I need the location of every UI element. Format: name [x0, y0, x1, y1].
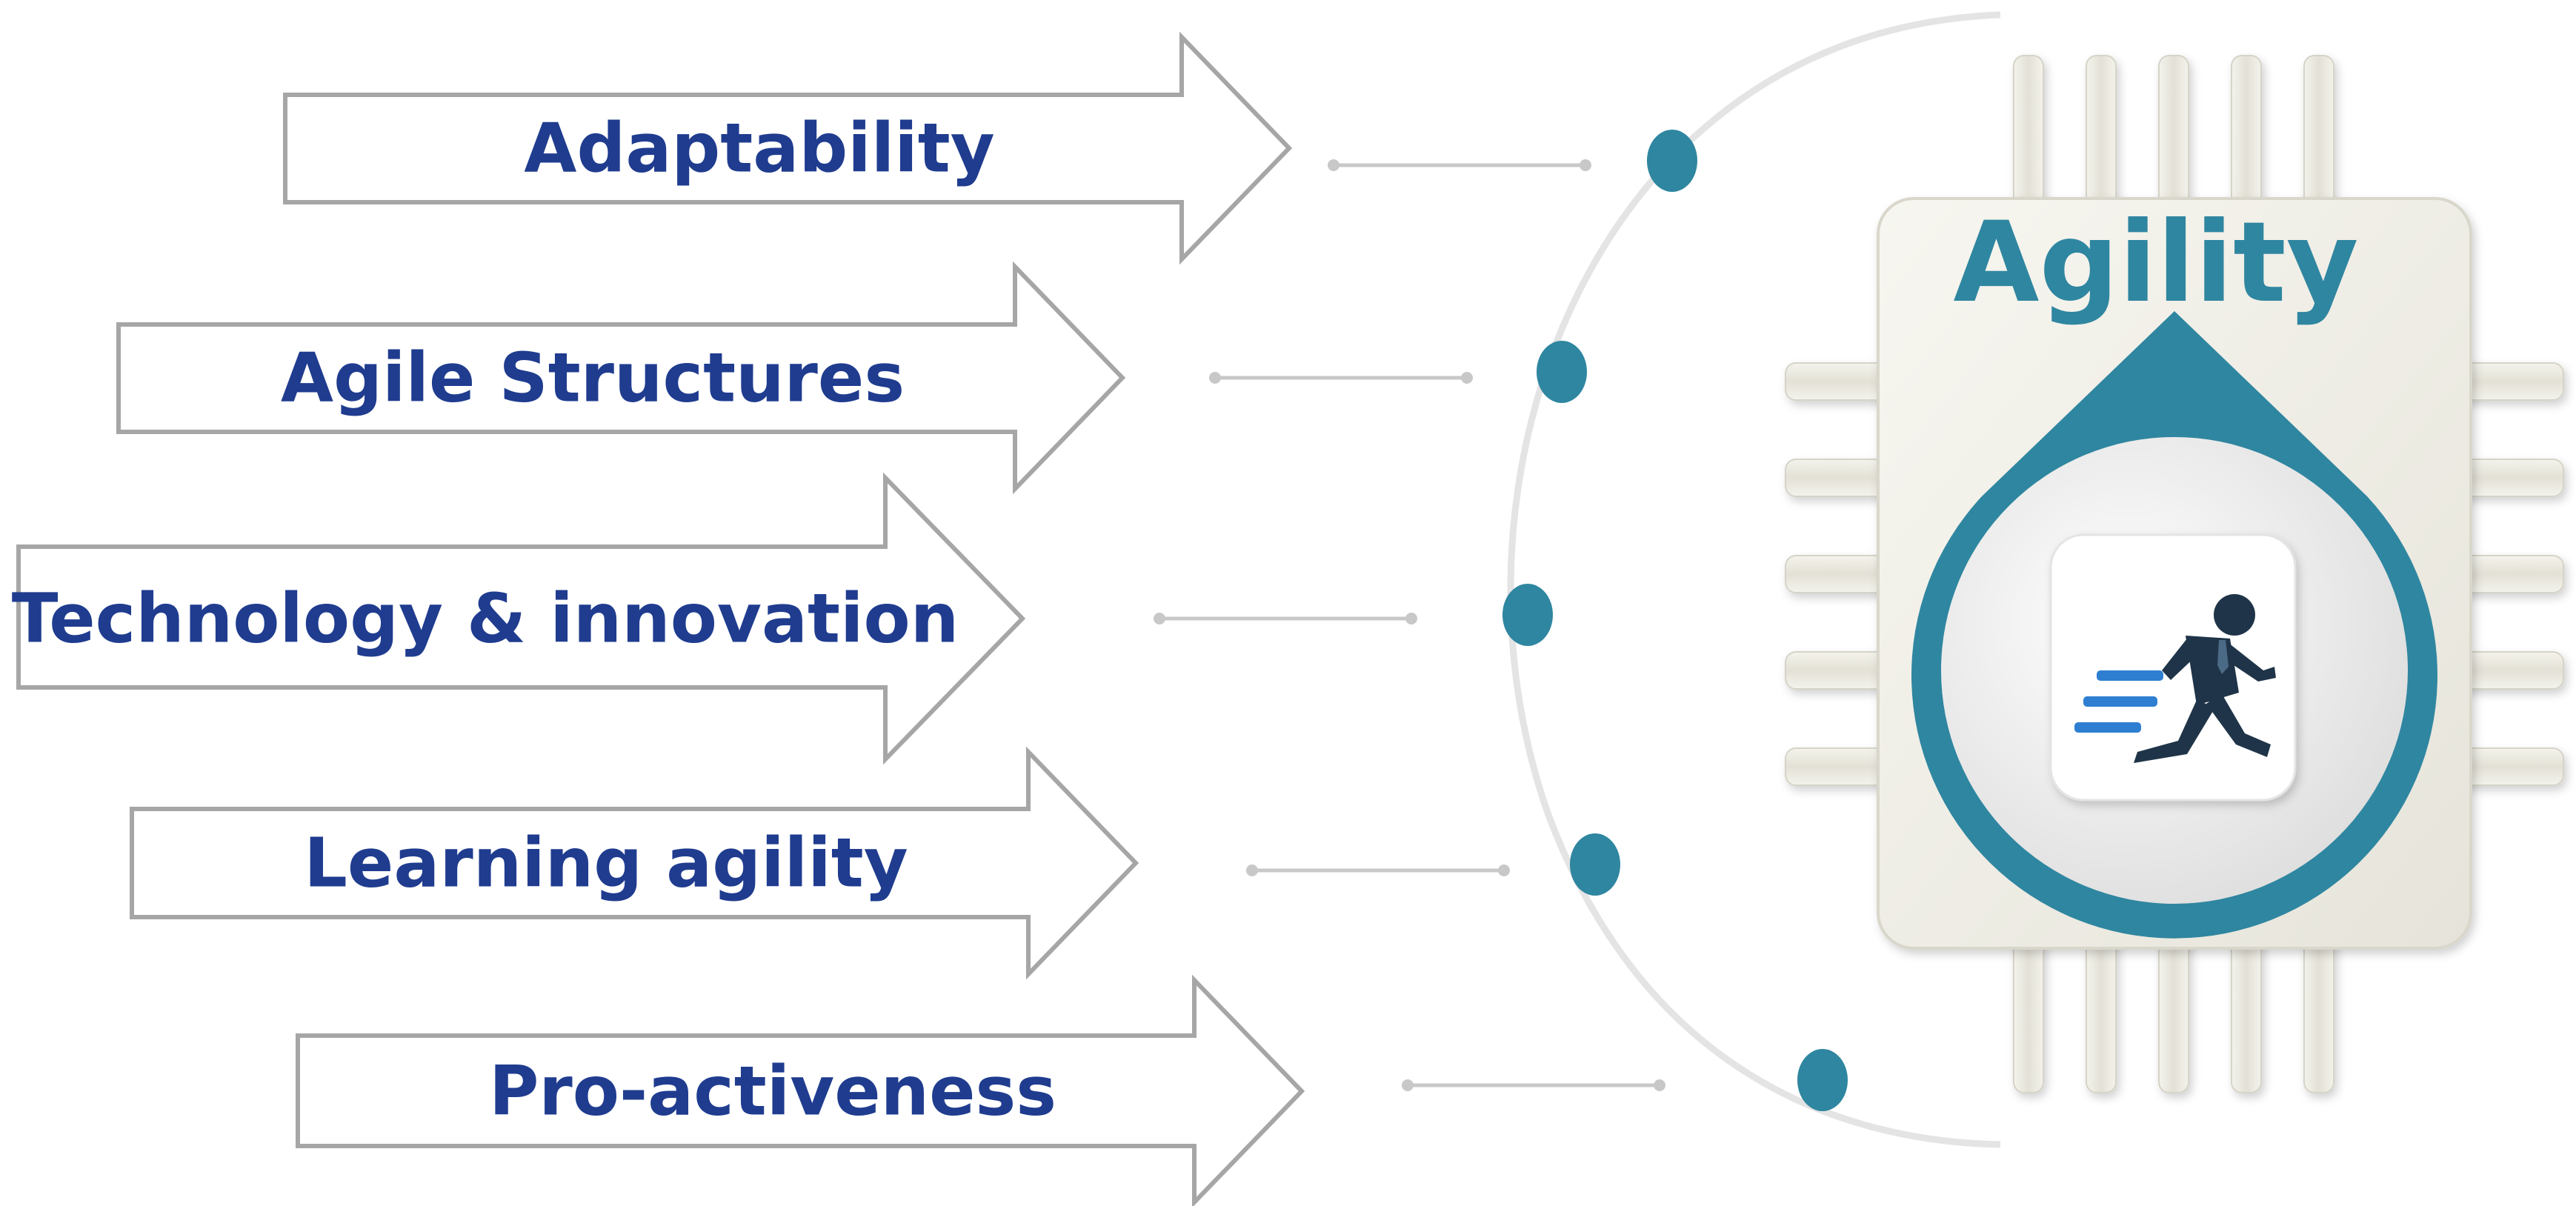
background-arc	[1507, 11, 2001, 1148]
connector-5	[1402, 1079, 1665, 1091]
factor-arrow-4: Learning agility	[130, 746, 1139, 980]
factor-arrow-1: Adaptability	[283, 31, 1293, 265]
arc-dot-1	[1647, 130, 1697, 192]
connector-1	[1328, 159, 1591, 171]
chip-bottom-pins	[2013, 925, 2334, 1093]
factor-label: Agile Structures	[281, 339, 905, 418]
factor-arrow-5: Pro-activeness	[296, 974, 1305, 1206]
connector-4	[1246, 864, 1510, 876]
arc-dot-5	[1797, 1049, 1848, 1111]
arc-dot-3	[1502, 584, 1553, 646]
factor-arrow-2: Agile Structures	[116, 261, 1126, 495]
factor-arrow-3: Technology & innovation	[12, 472, 1026, 765]
agility-chip: Agility	[1785, 55, 2564, 1093]
connector-2	[1209, 372, 1473, 384]
hub-title: Agility	[1953, 199, 2358, 327]
chip-top-pins	[2013, 55, 2334, 219]
connector-3	[1154, 613, 1417, 624]
factor-label: Adaptability	[524, 109, 994, 188]
factor-label: Learning agility	[304, 824, 908, 903]
factor-label: Pro-activeness	[489, 1052, 1056, 1131]
arc-dot-2	[1537, 341, 1587, 403]
running-businessman-icon	[2074, 594, 2276, 763]
arc-dot-4	[1570, 833, 1620, 896]
factor-label: Technology & innovation	[12, 579, 959, 659]
